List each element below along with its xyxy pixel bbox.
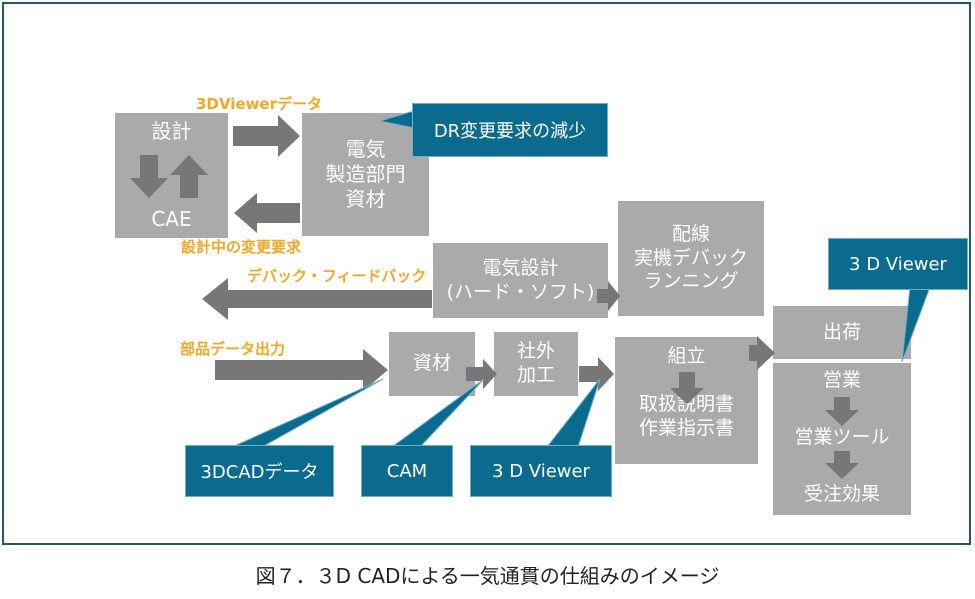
box-line: 配線 [671, 222, 710, 245]
viewer-callout-top: 3 D Viewer [828, 238, 968, 290]
callout-tail [901, 286, 931, 363]
electrical-design-box: 電気設計 (ハード・ソフト) [433, 243, 608, 318]
box-line: 実機デバック [633, 246, 748, 269]
electrical-manufacturing-box: 電気 製造部門 資材 [302, 113, 429, 236]
wiring-debug-box: 配線 実機デバック ランニング [618, 201, 764, 316]
box-line: 資材 [412, 352, 451, 375]
sales-box: 営業 営業ツール 受注効果 [773, 363, 911, 515]
box-line: 取扱説明書 [638, 392, 734, 415]
design-cae-box: 設計 CAE [115, 113, 228, 238]
arrow-down-icon [825, 451, 859, 479]
arrow-right-icon [215, 349, 388, 391]
arrow-up-icon [170, 155, 208, 198]
arrow-down-icon [130, 155, 168, 198]
arrow-right-icon [749, 336, 775, 370]
box-line: 組立 [667, 345, 706, 367]
parts-data-label: 部品データ出力 [180, 340, 286, 358]
box-line: 加工 [516, 364, 555, 386]
box-line: 社外 [516, 340, 555, 363]
arrow-down-icon [670, 372, 704, 404]
figure-caption: 図７．３D CADによる一気通貫の仕組みのイメージ [255, 564, 720, 588]
box-line: 作業指示書 [638, 416, 734, 439]
materials-box: 資材 [389, 332, 475, 396]
arrow-right-icon [466, 359, 497, 389]
box-line: 電気 [345, 137, 386, 161]
box-line: 資材 [345, 187, 386, 211]
box-line: 営業ツール [794, 426, 890, 449]
shipping-box: 出荷 [773, 306, 911, 359]
arrow-right-icon [579, 357, 614, 391]
callout-tail [390, 378, 485, 448]
cae-label: CAE [151, 207, 192, 231]
cam-callout: CAM [361, 445, 453, 497]
viewer-data-label: 3DViewerデータ [196, 95, 322, 113]
change-request-label: 設計中の変更要求 [181, 238, 302, 256]
viewer-callout-bottom: 3 D Viewer [470, 445, 612, 497]
callout-tail [545, 378, 601, 448]
box-line: ランニング [643, 270, 739, 293]
box-line: (ハード・ソフト) [446, 280, 595, 303]
box-line: 電気設計 [482, 256, 559, 279]
box-line: 製造部門 [325, 162, 406, 186]
arrow-right-icon [233, 115, 300, 157]
dr-callout: DR変更要求の減少 [412, 103, 608, 157]
arrow-right-icon [597, 281, 620, 311]
arrow-left-icon [202, 278, 432, 320]
outsourcing-box: 社外 加工 [494, 332, 578, 396]
box-line: 営業 [822, 369, 861, 391]
callout-tail [231, 378, 384, 448]
box-line: 受注効果 [803, 483, 880, 506]
cad-data-callout: 3DCADデータ [185, 445, 334, 497]
arrow-down-icon [825, 397, 859, 426]
feedback-label: デバック・フィードバック [247, 267, 427, 285]
design-label: 設計 [151, 119, 192, 143]
arrow-left-icon [234, 193, 300, 233]
box-line: 出荷 [822, 320, 861, 343]
